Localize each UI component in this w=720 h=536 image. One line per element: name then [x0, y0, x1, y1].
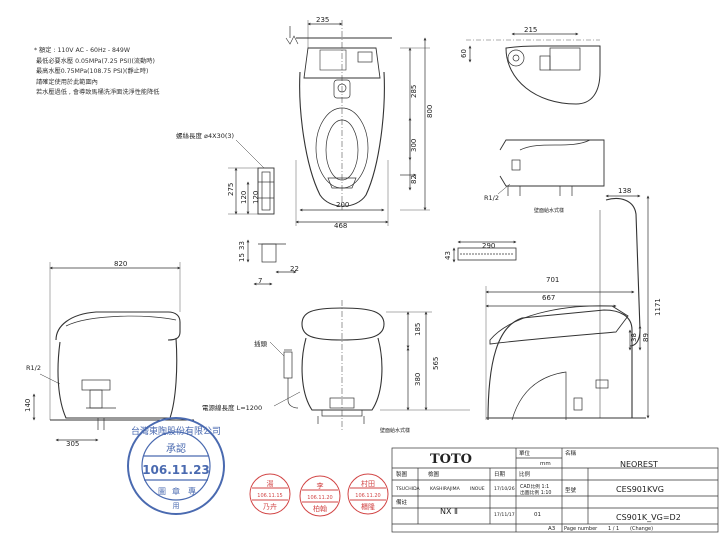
- page-label: Page number: [564, 526, 598, 532]
- drawing-number: CS901K_VG=D2: [616, 513, 681, 522]
- approved-label: 檢圖: [428, 470, 440, 478]
- date-1: 17/10/26: [494, 486, 515, 492]
- model-label: 型號: [565, 486, 577, 494]
- scale-print: 出圖比例 1:10: [520, 489, 552, 496]
- dim-468: 468: [334, 222, 347, 230]
- dim-200: 200: [336, 201, 349, 209]
- label-wall-valve-bottom: 壁面給水式樣: [380, 427, 410, 434]
- drawn-label: 製圖: [396, 470, 408, 478]
- name-label: 名稱: [565, 449, 577, 457]
- remark-value: NX Ⅱ: [440, 507, 458, 516]
- stamp-bottom-right: 專: [188, 486, 196, 496]
- small-stamps: [249, 473, 389, 517]
- dim-15: 15: [238, 253, 246, 262]
- dim-185: 185: [414, 323, 422, 336]
- date-2: 17/11/17: [494, 512, 515, 518]
- dim-701: 701: [546, 276, 559, 284]
- stamp-center-text: 承認: [166, 442, 186, 455]
- label-power-cord: 電源線長度 L=1200: [202, 403, 262, 412]
- small-stamp-date: 106.11.15: [257, 493, 282, 499]
- note-line: 請確定使用於此範圍內: [36, 78, 98, 86]
- front-view: [269, 300, 470, 430]
- dim-120a: 120: [240, 191, 248, 204]
- scale-cad: CAD比例 1:1: [520, 483, 549, 490]
- note-line: * 額定 : 110V AC - 60Hz - 849W: [34, 47, 130, 54]
- dim-235: 235: [316, 16, 329, 24]
- dim-305: 305: [66, 440, 79, 448]
- revision: 01: [534, 512, 541, 518]
- small-stamp-sig: 柏翰: [313, 504, 327, 513]
- model-number: CES901KVG: [616, 485, 664, 494]
- dim-800: 800: [426, 105, 434, 118]
- dim-290: 290: [482, 242, 495, 250]
- dim-89: 89: [642, 333, 650, 342]
- dim-138: 138: [618, 187, 631, 195]
- dim-215: 215: [524, 26, 537, 34]
- mounting-bracket: [228, 139, 297, 286]
- side-elevation: [485, 194, 650, 421]
- dim-1171: 1171: [654, 298, 662, 316]
- note-line: 最高水壓0.75MPa(108.75 PSI)(靜止時): [36, 68, 149, 76]
- paper-size: A3: [548, 526, 556, 532]
- date-label: 日期: [494, 471, 506, 478]
- label-wall-valve-right: 壁面給水式樣: [534, 207, 564, 214]
- note-line: 最低必要水壓 0.05MPa(7.25 PSI)(流動時): [36, 57, 155, 65]
- unit-label: 單位: [519, 449, 531, 457]
- stamp-date: 106.11.23: [142, 463, 210, 477]
- stamp-top-text: 台灣東陶股份有限公司: [131, 425, 221, 437]
- left-side-elevation: [32, 262, 194, 442]
- remark-label: 備註: [396, 498, 408, 506]
- dim-120b: 120: [252, 191, 260, 204]
- dim-60: 60: [460, 49, 468, 58]
- small-stamp-name: 湯: [267, 479, 274, 488]
- brand-logo: TOTO: [430, 452, 472, 467]
- dim-140: 140: [24, 399, 32, 412]
- approved-by: KASHIRAJIMA: [430, 486, 461, 492]
- approval-stamp: [127, 417, 225, 515]
- top-view: [285, 20, 430, 226]
- side-top-view: [452, 32, 605, 263]
- small-stamp-name: 村田: [361, 479, 375, 488]
- unit-value: mm: [540, 461, 551, 467]
- dim-38: 38: [630, 333, 638, 342]
- dim-33: 33: [238, 241, 246, 250]
- label-r12-left: R1/2: [26, 364, 41, 372]
- dim-565: 565: [432, 357, 440, 370]
- note-line: 若水壓過低 , 會導致馬桶洗淨面洗淨性能降低: [36, 89, 160, 97]
- scale-label: 比例: [519, 470, 531, 478]
- checker: INOUE: [470, 486, 485, 492]
- stamp-note: 用: [173, 502, 180, 510]
- page-number: 1 / 1: [608, 526, 619, 532]
- dim-300: 300: [410, 139, 418, 152]
- dim-43: 43: [444, 251, 452, 260]
- change-label: (Change): [630, 526, 653, 532]
- drawn-by: TSUCHIDA: [395, 486, 421, 492]
- dim-820: 820: [114, 260, 127, 268]
- dim-667: 667: [542, 294, 555, 302]
- dim-275: 275: [227, 183, 235, 196]
- label-hose: 插頭: [254, 339, 268, 348]
- dim-285: 285: [410, 85, 418, 98]
- dim-22: 22: [290, 265, 299, 273]
- dim-380: 380: [414, 373, 422, 386]
- product-name: NEOREST: [620, 460, 658, 469]
- stamp-bottom-left: 圖: [158, 487, 166, 496]
- stamp-bottom-mid: 章: [172, 486, 180, 496]
- small-stamp-date: 106.11.20: [355, 493, 380, 499]
- small-stamp-sig: 乃卉: [263, 502, 277, 511]
- spec-notes: * 額定 : 110V AC - 60Hz - 849W 最低必要水壓 0.05…: [34, 46, 159, 99]
- dim-82: 82: [410, 175, 418, 184]
- title-block-frame: [391, 447, 719, 533]
- small-stamp-sig: 櫃隆: [361, 502, 375, 511]
- dim-7: 7: [258, 277, 262, 285]
- label-screw: 螺絲長度 ⌀4X30(3): [176, 131, 234, 140]
- label-r12-right: R1/2: [484, 194, 499, 202]
- small-stamp-date: 106.11.20: [307, 495, 332, 501]
- small-stamp-name: 李: [317, 481, 324, 490]
